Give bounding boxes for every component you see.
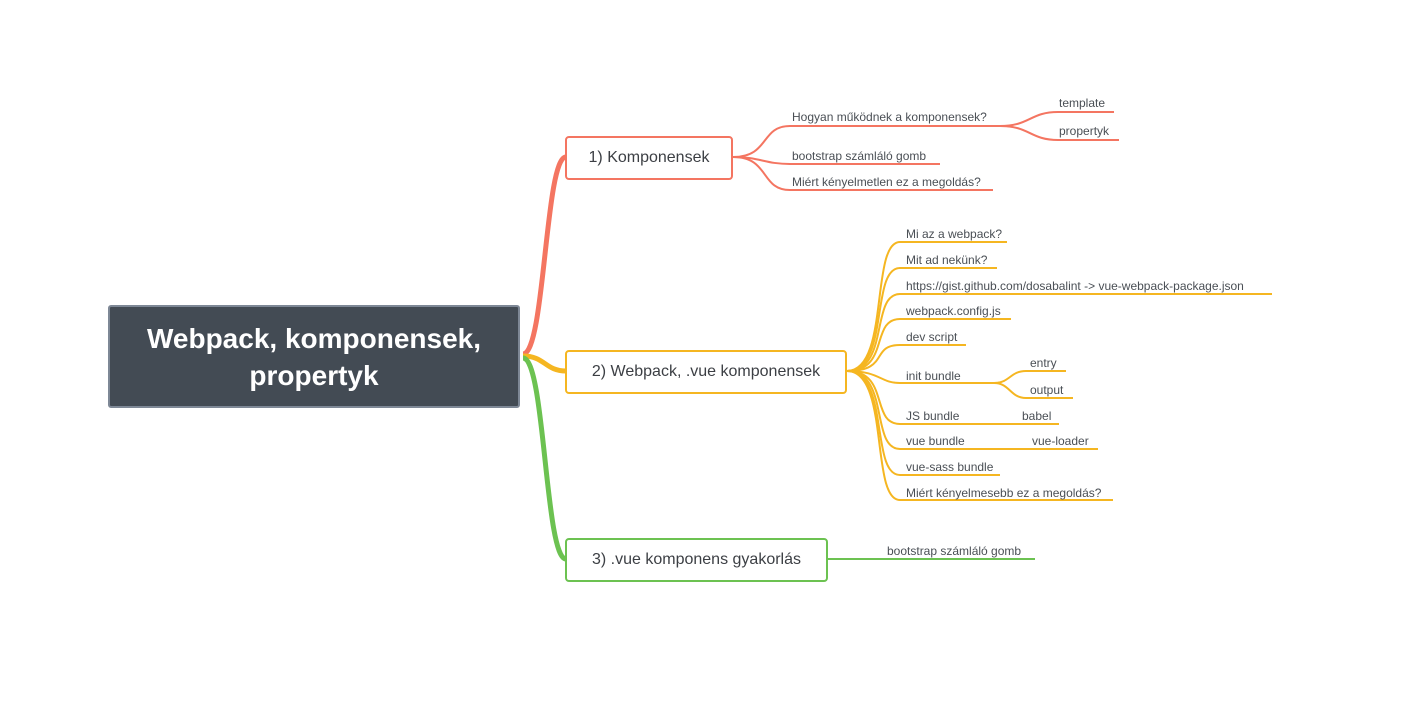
branch-webpack-vue[interactable]: 2) Webpack, .vue komponensek <box>565 350 847 394</box>
leaf-mit-ad-nekunk[interactable]: Mit ad nekünk? <box>906 253 988 267</box>
connector-b2-c9 <box>846 370 1113 501</box>
leaf-js-bundle[interactable]: JS bundle <box>906 409 960 423</box>
leaf-output[interactable]: output <box>1030 383 1064 397</box>
root-title-line1: Webpack, komponensek, <box>146 322 482 354</box>
branch-vue-gyakorlas[interactable]: 3) .vue komponens gyakorlás <box>565 538 828 582</box>
branch-komponensek-label: 1) Komponensek <box>588 149 710 166</box>
branch-vue-gyakorlas-label: 3) .vue komponens gyakorlás <box>592 551 801 568</box>
connector-hogyan-propertyk <box>999 125 1119 141</box>
leaf-gist-link[interactable]: https://gist.github.com/dosabalint -> vu… <box>906 279 1244 293</box>
leaf-vue-loader[interactable]: vue-loader <box>1032 434 1089 448</box>
leaf-template[interactable]: template <box>1059 96 1106 110</box>
connector-root-branch1 <box>521 154 568 357</box>
connector-b1-miert <box>732 156 993 191</box>
leaf-mi-az-webpack[interactable]: Mi az a webpack? <box>906 227 1003 241</box>
leaf-bootstrap-szamlalo[interactable]: bootstrap számláló gomb <box>792 149 927 163</box>
connector-init-output <box>993 382 1073 399</box>
leaf-entry[interactable]: entry <box>1030 356 1057 370</box>
connector-b2-c2 <box>846 293 1272 372</box>
leaf-init-bundle[interactable]: init bundle <box>906 369 961 383</box>
leaf-babel[interactable]: babel <box>1022 409 1052 423</box>
branch-komponensek[interactable]: 1) Komponensek <box>565 136 733 180</box>
connector-root-branch2 <box>522 353 567 374</box>
leaf-miert-kenyelmetlen[interactable]: Miért kényelmetlen ez a megoldás? <box>792 175 981 189</box>
leaf-hogyan-mukodnek[interactable]: Hogyan működnek a komponensek? <box>792 110 987 124</box>
connector-b2-c3 <box>846 318 1011 372</box>
branch-webpack-vue-label: 2) Webpack, .vue komponensek <box>591 363 821 380</box>
connector-root-branch3 <box>521 355 568 562</box>
root-topic[interactable]: Webpack, komponensek, propertyk <box>108 305 520 408</box>
connector-b2-c4 <box>846 344 966 372</box>
root-title-line2: propertyk <box>249 359 379 391</box>
leaf-miert-kenyelmesebb[interactable]: Miért kényelmesebb ez a megoldás? <box>906 486 1102 500</box>
leaf-propertyk[interactable]: propertyk <box>1059 124 1110 138</box>
leaf-vue-sass-bundle[interactable]: vue-sass bundle <box>906 460 994 474</box>
connector-init-entry <box>993 370 1066 384</box>
leaf-webpack-config[interactable]: webpack.config.js <box>906 304 1001 318</box>
connector-b2-c1 <box>846 267 997 372</box>
connector-b1-hogyan <box>732 125 1000 158</box>
leaf-bootstrap-szamlalo-gyakorlas[interactable]: bootstrap számláló gomb <box>887 544 1022 558</box>
leaf-dev-script[interactable]: dev script <box>906 330 958 344</box>
leaf-vue-bundle[interactable]: vue bundle <box>906 434 965 448</box>
